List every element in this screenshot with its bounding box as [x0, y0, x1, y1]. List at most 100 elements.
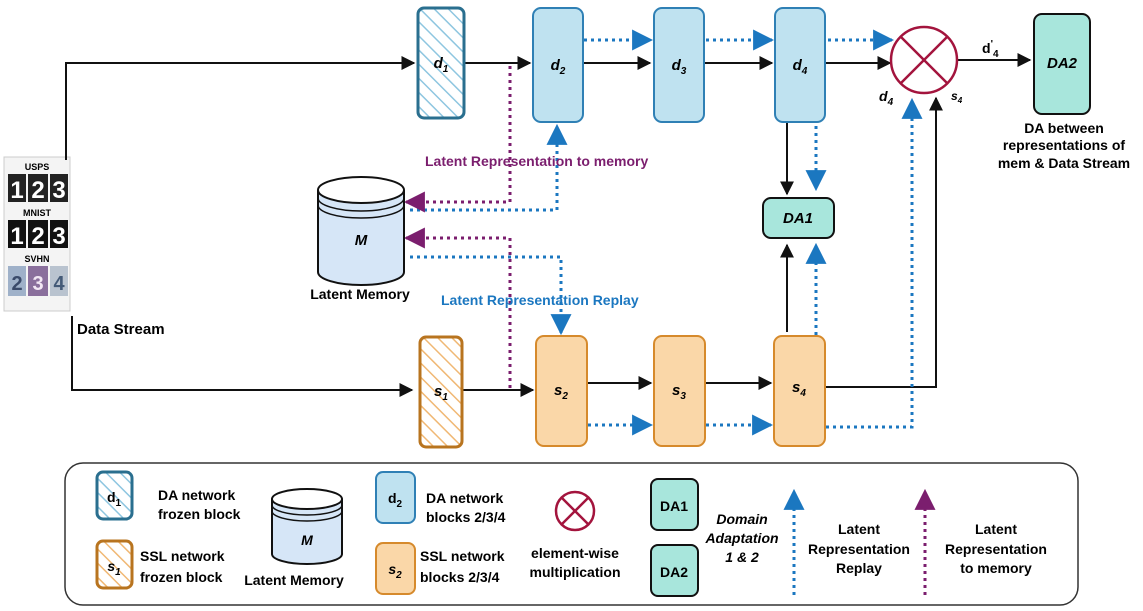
legend-replay-line2: Representation: [808, 541, 910, 557]
legend-domain-adapt-line3: 1 & 2: [725, 549, 759, 565]
block-s3-shape: [653, 335, 706, 447]
legend-to-memory-line2: Representation: [945, 541, 1047, 557]
legend-da-blocks-line2: blocks 2/3/4: [426, 509, 506, 525]
elementwise-multiply-operator: [889, 25, 959, 95]
legend-memory-icon: M: [271, 488, 343, 565]
replay-memory-to-s2: [410, 255, 572, 336]
latent-replay-label: Latent Representation Replay: [441, 292, 639, 308]
legend-da1-label: DA1: [660, 498, 688, 514]
legend-frozen-da-icon: [95, 470, 134, 521]
block-da2-label: DA2: [1047, 55, 1078, 72]
da2-description-line1: DA between: [1024, 120, 1104, 136]
legend-multiply-icon: [554, 490, 596, 532]
svhn-digit-3: 4: [53, 273, 65, 295]
legend-multiply-line1: element-wise: [531, 545, 619, 561]
block-d3: d3: [653, 7, 705, 123]
data-stream-image: USPS 1 2 3 MNIST 1 2 3 SVHN 2 3 4: [3, 156, 71, 312]
mult-output-label: d'4: [982, 39, 999, 60]
dataset-usps-label: USPS: [25, 162, 50, 172]
dataset-svhn-label: SVHN: [24, 254, 49, 264]
legend-frozen-ssl-line1: SSL network: [140, 548, 225, 564]
dataset-mnist-label: MNIST: [23, 208, 52, 218]
usps-digit-2: 2: [31, 177, 44, 204]
block-d3-label: d3: [672, 57, 687, 77]
legend-to-memory-line1: Latent: [975, 521, 1017, 537]
legend-da-blocks-symbol: d2: [388, 490, 403, 510]
replay-s4-to-mult: [826, 97, 923, 429]
block-d1-label: d1: [434, 55, 449, 75]
block-d2: d2: [532, 7, 584, 123]
legend-domain-adapt-line1: Domain: [716, 511, 767, 527]
svhn-digits: 2 3 4: [8, 266, 68, 296]
replay-connections: [410, 29, 923, 436]
block-s4-shape: [773, 335, 826, 447]
block-d3-shape: [653, 7, 705, 123]
block-s4-label: s4: [792, 379, 806, 399]
stream-to-d1-arrow: [65, 56, 416, 160]
block-s2-label: s2: [554, 382, 568, 402]
memory-caption: Latent Memory: [310, 286, 410, 302]
block-da1-label: DA1: [783, 210, 813, 227]
to-memory-connections: [403, 66, 512, 388]
block-s2: s2: [535, 335, 588, 447]
block-da1-shape: [762, 197, 835, 239]
mult-input-d4-label: d4: [879, 88, 894, 108]
block-d1: d1: [416, 6, 466, 120]
data-stream-caption: Data Stream: [77, 321, 165, 338]
legend-da-blocks-line1: DA network: [426, 490, 503, 506]
d-branch-to-memory: [403, 66, 512, 213]
block-da2-shape: [1033, 13, 1091, 115]
block-s1-label: s1: [434, 383, 448, 403]
block-d4-label: d4: [793, 57, 808, 77]
usps-digit-1: 1: [10, 177, 23, 204]
block-s1: s1: [418, 335, 464, 449]
da2-description-line3: mem & Data Stream: [998, 155, 1130, 171]
block-s1-shape: [418, 335, 464, 449]
latent-to-memory-label: Latent Representation to memory: [425, 153, 648, 169]
block-d4: d4: [774, 7, 826, 123]
block-s2-shape: [535, 335, 588, 447]
usps-digits: 1 2 3: [8, 174, 68, 204]
legend-frozen-da-line1: DA network: [158, 487, 235, 503]
block-s3-label: s3: [672, 382, 686, 402]
usps-digit-3: 3: [52, 177, 65, 204]
block-d2-shape: [532, 7, 584, 123]
stream-to-s1-arrow: [71, 316, 414, 397]
legend-frozen-da-symbol: d1: [107, 489, 122, 509]
legend-domain-adapt-line2: Adaptation: [704, 530, 778, 546]
s4-to-mult-arrow: [826, 96, 943, 388]
legend-da2-icon: [650, 544, 699, 597]
legend: d1 DA network frozen block s1 SSL networ…: [64, 462, 1079, 606]
legend-ssl-blocks-line2: blocks 2/3/4: [420, 569, 500, 585]
legend-ssl-blocks-line1: SSL network: [420, 548, 505, 564]
mnist-digits: 1 2 3: [8, 220, 68, 250]
latent-memory-cylinder: M: [317, 176, 405, 286]
da2-description-line2: representations of: [1003, 137, 1125, 153]
s-branch-to-memory: [403, 227, 512, 388]
legend-da1-icon: [650, 478, 699, 531]
legend-ssl-blocks-symbol: s2: [388, 561, 402, 581]
memory-symbol: M: [355, 232, 368, 249]
block-da1: DA1: [762, 197, 835, 239]
legend-frozen-ssl-symbol: s1: [107, 558, 121, 578]
mult-input-s4-label: s4: [951, 89, 963, 105]
block-s3: s3: [653, 335, 706, 447]
mnist-digit-2: 2: [31, 223, 44, 250]
legend-memory-label: Latent Memory: [244, 572, 344, 588]
legend-ssl-blocks-icon: [375, 542, 416, 595]
block-d2-label: d2: [551, 57, 566, 77]
block-s4: s4: [773, 335, 826, 447]
legend-memory-symbol: M: [301, 532, 313, 548]
block-da2: DA2: [1033, 13, 1091, 115]
legend-frozen-da-line2: frozen block: [158, 506, 241, 522]
legend-to-memory-line3: to memory: [960, 560, 1032, 576]
replay-memory-to-d2: [410, 123, 568, 212]
legend-replay-line3: Replay: [836, 560, 882, 576]
block-d1-shape: [416, 6, 466, 120]
legend-da2-label: DA2: [660, 564, 688, 580]
block-d4-shape: [774, 7, 826, 123]
svhn-digit-2: 3: [32, 273, 43, 295]
svhn-digit-1: 2: [11, 273, 22, 295]
mnist-digit-1: 1: [10, 223, 23, 250]
